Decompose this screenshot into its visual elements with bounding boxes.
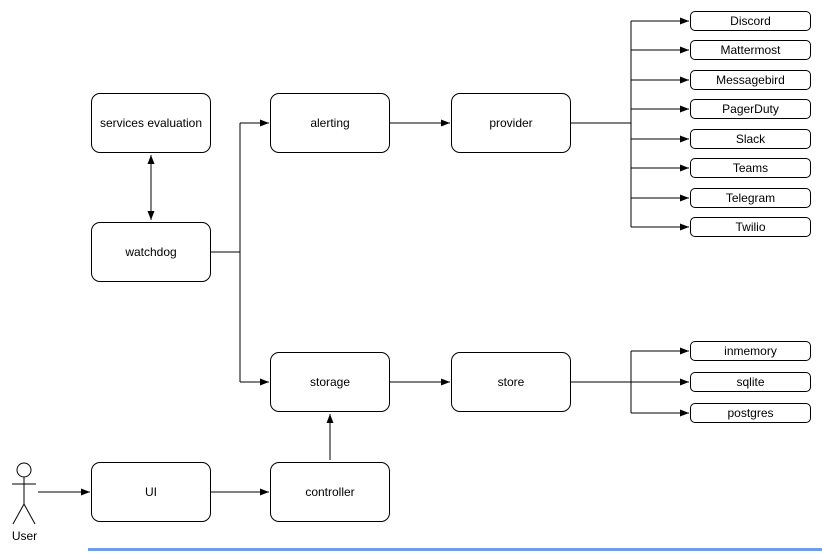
node-postgres-label: postgres bbox=[727, 406, 774, 420]
node-inmemory-label: inmemory bbox=[724, 344, 777, 358]
node-ui[interactable]: UI bbox=[91, 462, 211, 522]
node-alerting[interactable]: alerting bbox=[270, 93, 390, 153]
node-ui-label: UI bbox=[145, 484, 157, 499]
node-storage-label: storage bbox=[309, 374, 351, 389]
node-mattermost[interactable]: Mattermost bbox=[690, 40, 811, 60]
node-alerting-label: alerting bbox=[310, 115, 350, 130]
node-sqlite-label: sqlite bbox=[736, 375, 765, 389]
node-slack[interactable]: Slack bbox=[690, 129, 811, 149]
node-twilio[interactable]: Twilio bbox=[690, 217, 811, 237]
node-controller-label: controller bbox=[305, 484, 355, 499]
node-messagebird-label: Messagebird bbox=[716, 73, 785, 87]
node-provider[interactable]: provider bbox=[451, 93, 571, 153]
node-pagerduty-label: PagerDuty bbox=[722, 102, 779, 116]
node-watchdog-label: watchdog bbox=[125, 244, 177, 259]
node-provider-label: provider bbox=[489, 115, 533, 130]
node-twilio-label: Twilio bbox=[735, 220, 766, 234]
node-store[interactable]: store bbox=[451, 352, 571, 412]
node-messagebird[interactable]: Messagebird bbox=[690, 70, 811, 90]
node-slack-label: Slack bbox=[735, 132, 766, 146]
node-services-evaluation-label: services evaluation bbox=[99, 115, 203, 130]
node-storage[interactable]: storage bbox=[270, 352, 390, 412]
node-services-evaluation[interactable]: services evaluation bbox=[91, 93, 211, 153]
node-teams[interactable]: Teams bbox=[690, 158, 811, 178]
node-inmemory[interactable]: inmemory bbox=[690, 341, 811, 361]
node-store-label: store bbox=[497, 374, 525, 389]
node-controller[interactable]: controller bbox=[270, 462, 390, 522]
node-telegram-label: Telegram bbox=[725, 191, 776, 205]
node-mattermost-label: Mattermost bbox=[720, 43, 781, 57]
user-actor-label: User bbox=[11, 529, 38, 543]
node-pagerduty[interactable]: PagerDuty bbox=[690, 99, 811, 119]
bottom-blue-bar bbox=[88, 548, 822, 551]
node-watchdog[interactable]: watchdog bbox=[91, 222, 211, 282]
user-actor-icon[interactable] bbox=[12, 462, 36, 525]
node-telegram[interactable]: Telegram bbox=[690, 188, 811, 208]
node-discord[interactable]: Discord bbox=[690, 11, 811, 31]
node-teams-label: Teams bbox=[732, 161, 769, 175]
edge-provider-trunk bbox=[571, 21, 632, 227]
node-postgres[interactable]: postgres bbox=[690, 403, 811, 423]
node-sqlite[interactable]: sqlite bbox=[690, 372, 811, 392]
node-discord-label: Discord bbox=[730, 14, 771, 28]
edge-watchdog-trunk bbox=[211, 123, 241, 382]
